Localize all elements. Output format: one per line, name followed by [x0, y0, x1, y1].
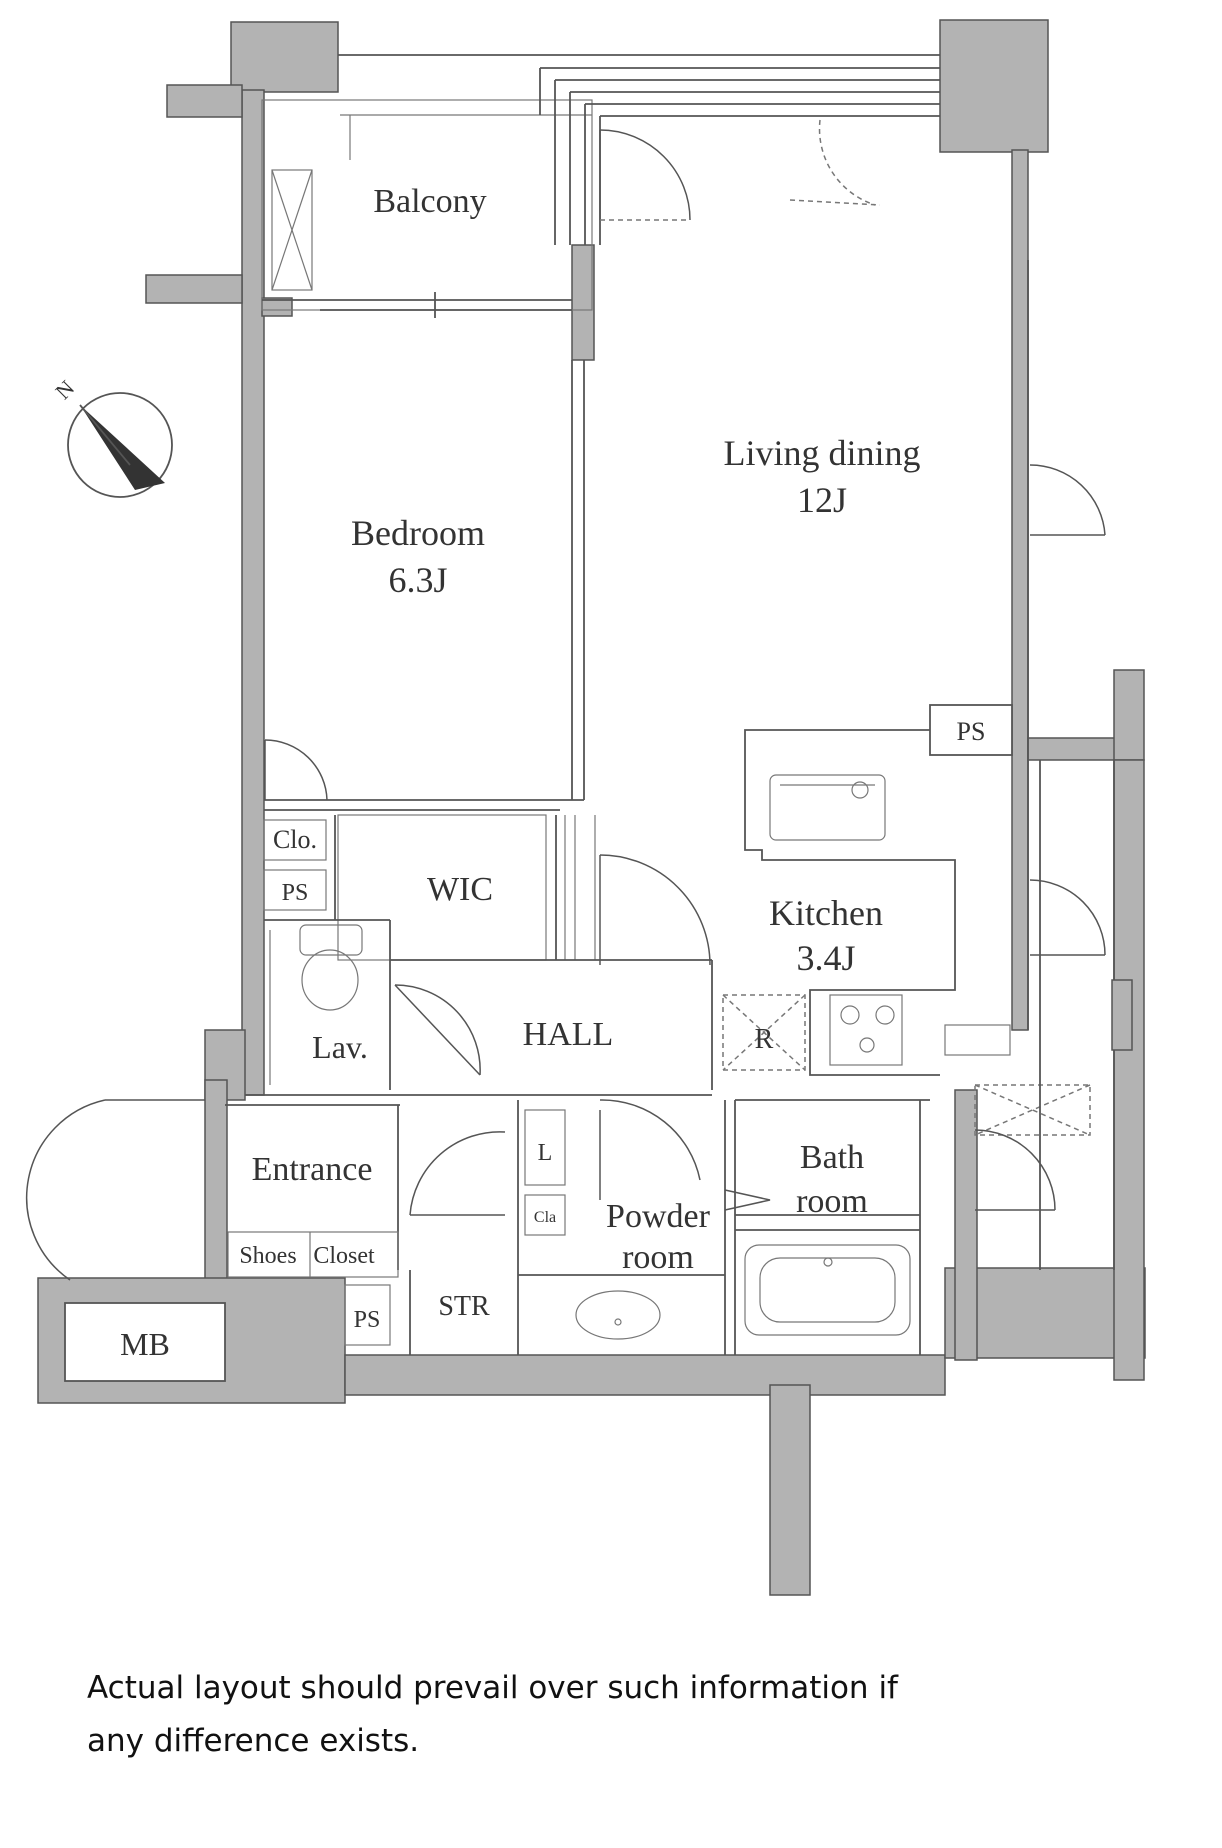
disclaimer-line-1: Actual layout should prevail over such i…	[87, 1670, 898, 1706]
kitchen-label: Kitchen	[769, 893, 883, 933]
lav-label: Lav.	[312, 1029, 368, 1065]
ps-kitchen-label: PS	[957, 717, 986, 746]
bath-label-2: room	[796, 1183, 868, 1220]
bath-label-1: Bath	[800, 1139, 864, 1176]
floor-plan: N Balcony Living dining 12J Bedroom 6.3J…	[25, 19, 1146, 1596]
exterior-walls	[37, 19, 1146, 1596]
disclaimer-line-2: any difference exists.	[87, 1723, 420, 1759]
living-dining-size: 12J	[797, 480, 847, 520]
compass-north-label: N	[50, 375, 79, 404]
powder-label-1: Powder	[606, 1198, 711, 1235]
bedroom-size: 6.3J	[388, 560, 447, 600]
doors	[25, 119, 1106, 1281]
wic-label: WIC	[427, 871, 493, 908]
north-compass-icon: N	[50, 375, 173, 498]
bedroom-label: Bedroom	[351, 513, 485, 553]
str-label: STR	[438, 1291, 490, 1322]
living-dining-label: Living dining	[724, 433, 921, 473]
shoes-label: Shoes	[239, 1243, 296, 1269]
kitchen-size: 3.4J	[796, 938, 855, 978]
linen-label: L	[538, 1140, 553, 1166]
closet-label: Closet	[313, 1243, 375, 1269]
room-labels: Balcony Living dining 12J Bedroom 6.3J K…	[120, 183, 985, 1362]
ps-str-label: PS	[354, 1307, 381, 1333]
interior-lines	[225, 54, 1133, 1355]
balcony-label: Balcony	[373, 183, 486, 220]
cla-label: Cla	[534, 1209, 556, 1226]
ps-wic-label: PS	[282, 880, 309, 906]
refrigerator-label: R	[755, 1024, 774, 1055]
clo-label: Clo.	[273, 825, 317, 854]
hall-label: HALL	[523, 1016, 614, 1053]
entrance-label: Entrance	[252, 1151, 373, 1188]
disclaimer-note: Actual layout should prevail over such i…	[87, 1662, 1187, 1768]
mb-label: MB	[120, 1326, 170, 1362]
powder-label-2: room	[622, 1239, 694, 1276]
